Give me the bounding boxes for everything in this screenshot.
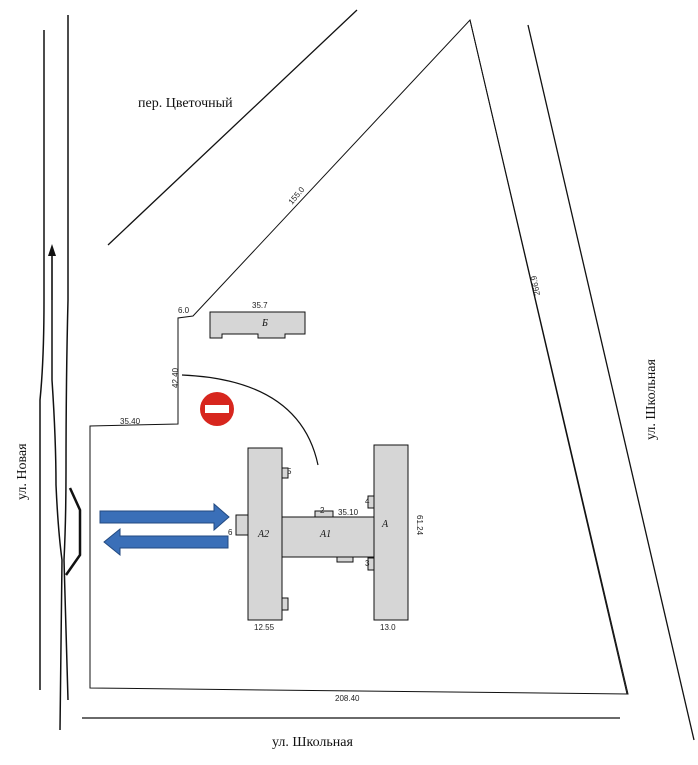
site-boundary <box>89 18 629 695</box>
exit-arrow <box>103 527 229 557</box>
dim-building-a2-width: 12.55 <box>254 623 275 632</box>
dim-east-boundary: 266.9 <box>529 274 542 296</box>
entrance-5: 5 <box>287 467 292 476</box>
shkolnaya-east-road-line <box>527 24 695 741</box>
building-a1-label: А1 <box>319 529 331 540</box>
tsvetochny-road-line <box>107 9 358 246</box>
entrance-3: 3 <box>365 559 370 568</box>
dim-building-b-length: 35.7 <box>252 301 268 310</box>
dim-building-a-length: 61.24 <box>415 515 424 536</box>
street-label-shkolnaya-east: ул. Школьная <box>644 359 659 440</box>
entrance-2: 2 <box>320 506 325 515</box>
dim-west-offset: 35.40 <box>120 417 141 426</box>
street-label-shkolnaya-south: ул. Школьная <box>272 735 353 750</box>
dim-north-boundary: 155.0 <box>287 185 307 207</box>
entrance-4: 4 <box>365 497 370 506</box>
north-direction-arrow <box>48 244 56 300</box>
building-b: Б <box>209 311 306 339</box>
building-a2-label: А2 <box>257 529 269 540</box>
street-label-novaya: ул. Новая <box>15 443 30 500</box>
dim-building-a-width: 13.0 <box>380 623 396 632</box>
building-b-label: Б <box>261 318 268 329</box>
street-label-tsvetochny: пер. Цветочный <box>138 96 233 111</box>
entrance-6: 6 <box>228 528 233 537</box>
building-a-label: А <box>381 519 389 530</box>
dim-connector-length: 35.10 <box>338 508 359 517</box>
building-a: А <box>367 444 409 621</box>
driveway-arc <box>181 374 319 466</box>
dim-corner: 6.0 <box>178 306 190 315</box>
entry-arrow <box>99 502 230 532</box>
no-entry-sign <box>200 392 234 426</box>
dim-south-boundary: 208.40 <box>335 694 360 703</box>
building-a2: А2 <box>235 447 289 621</box>
novaya-road <box>39 15 82 731</box>
building-a1: А1 <box>281 510 375 563</box>
dim-west-jog: 42.40 <box>171 367 180 388</box>
